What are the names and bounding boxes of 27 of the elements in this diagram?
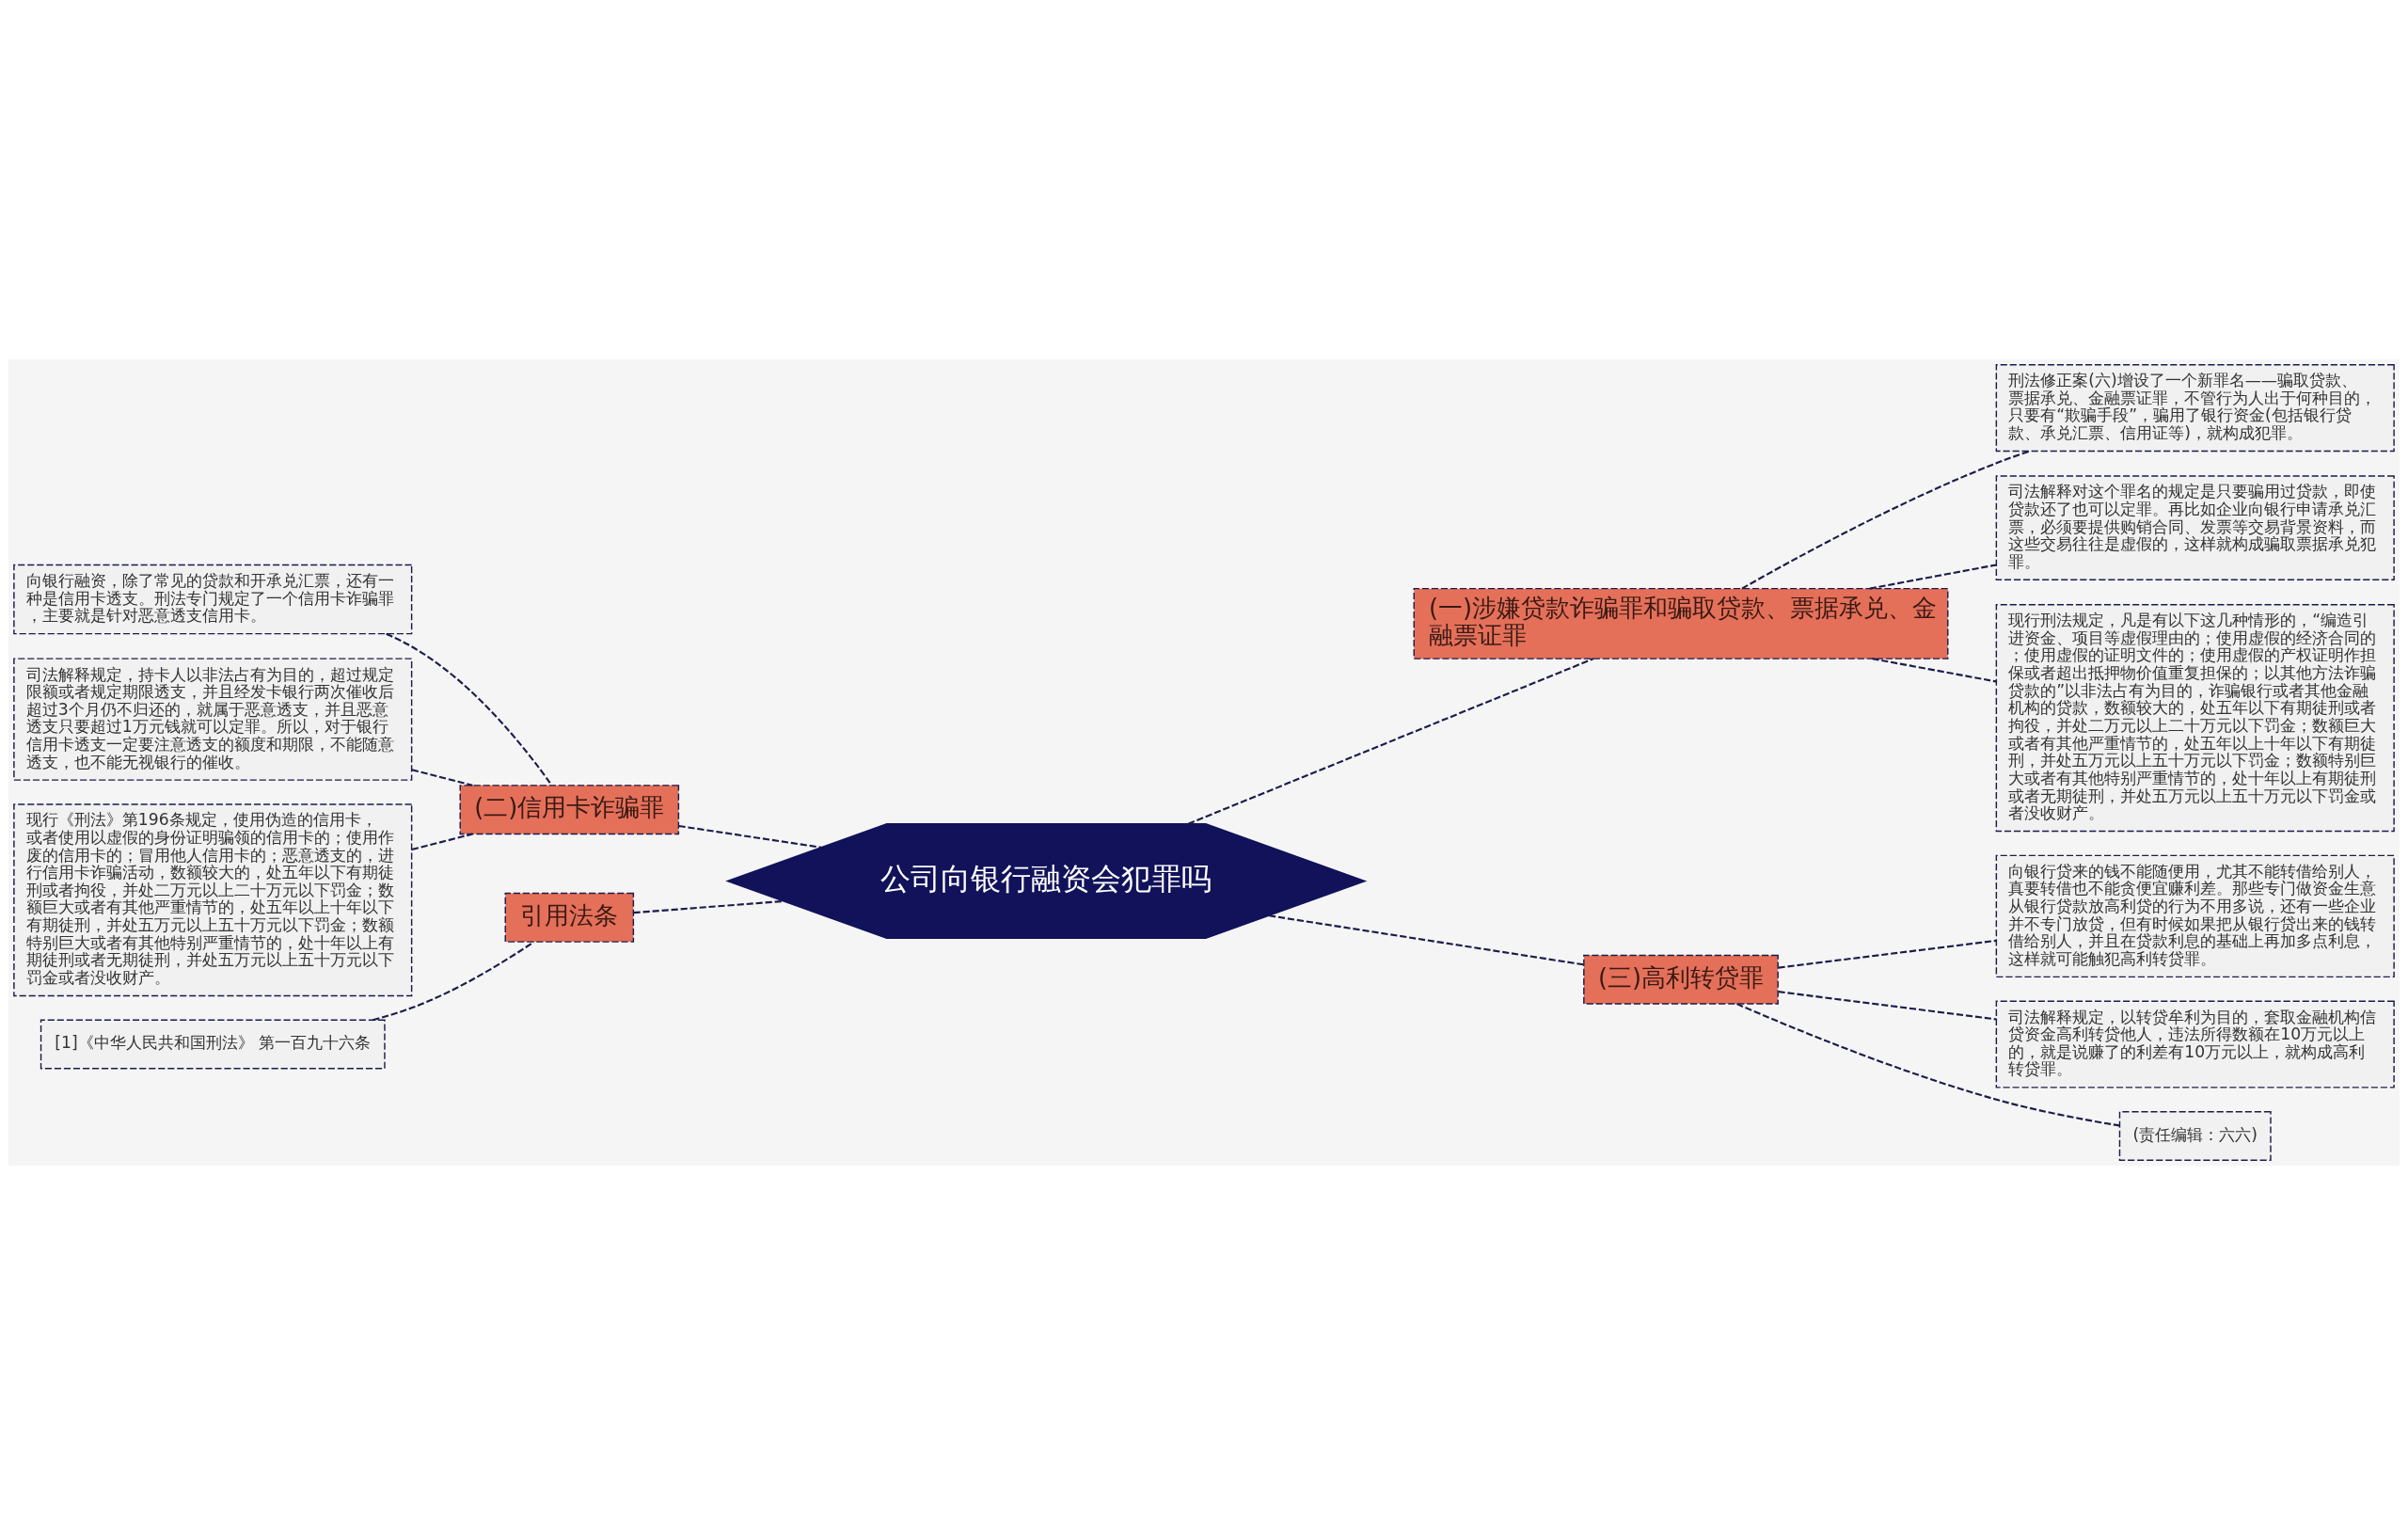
node-box: (一)涉嫌贷款诈骗罪和骗取贷款、票据承兑、金融票证罪: [1413, 587, 1949, 659]
node-box: (二)信用卡诈骗罪: [459, 785, 680, 835]
connector: [372, 941, 534, 1022]
connector: [1736, 1003, 2120, 1127]
node-box: [1]《中华人民共和国刑法》 第一百九十六条: [40, 1019, 386, 1070]
connector: [1741, 450, 2031, 590]
node-box: 现行刑法规定，凡是有以下这几种情形的，“编造引进资金、项目等虚假理由的；使用虚假的经济合同的；使用虚假的证明文件的；使用虚假的产权证明作担保或者超出抵押物价值重复担保的；以其他方法诈骗贷款的”以非法占有为目的，诈骗银行或者其他金融机构的贷款，数额较大的，处五年以下有期徒刑或者拘役，并处二万元以上二十万元以下罚金；数额巨大或者有其他严重情节的，处五年以上十年以下有期徒刑，并处五万元以上五十万元以下罚金；数额特别巨大或者有其他特别严重情节的，处十年以上有期徒刑或者无期徒刑，并处五万元以上五十万元以下罚金或者没收财产。: [1995, 604, 2395, 833]
connector: [1269, 914, 1584, 966]
connector: [1869, 564, 1997, 590]
node-box: 司法解释对这个罪名的规定是只要骗用过贷款，即使贷款还了也可以定罪。再比如企业向银行申请承兑汇票，必须要提供购销合同、发票等交易背景资料，而这些交易往往是虚假的，这样就构成骗取票据承兑犯罪。: [1995, 475, 2395, 581]
node-box: 司法解释规定，以转贷牟利为目的，套取金融机构信贷资金高利转贷他人，违法所得数额在10万元以上的，就是说赚了的利差有10万元以上，就构成高利转贷罪。: [1995, 1000, 2395, 1088]
node-box: 向银行融资，除了常见的贷款和开承兑汇票，还有一种是信用卡透支。刑法专门规定了一个信用卡诈骗罪，主要就是针对恶意透支信用卡。: [13, 564, 413, 635]
connector: [678, 824, 822, 849]
node-box: 刑法修正案(六)增设了一个新罪名——骗取贷款、票据承兑、金融票证罪，不管行为人出于何种目的，只要有“欺骗手段”，骗用了银行资金(包括银行贷款、承兑汇票、信用证等)，就构成犯罪。: [1995, 364, 2395, 453]
connector: [1778, 939, 1997, 969]
connector: [1778, 991, 1997, 1021]
connector: [1187, 658, 1594, 825]
node-box: (责任编辑：六六): [2118, 1110, 2272, 1161]
node-box: 向银行贷来的钱不能随便用，尤其不能转借给别人，真要转借也不能贪便宜赚利差。那些专门做资金生意从银行贷款放高利贷的行为不用多说，还有一些企业并不专门放贷，但有时候如果把从银行贷出来的钱转借给别人，并且在贷款利息的基础上再加多点利息，这样就可能触犯高利转贷罪。: [1995, 854, 2395, 978]
node-box: 司法解释规定，持卡人以非法占有为目的，超过规定限额或者规定期限透支，并且经发卡银行两次催收后超过3个月仍不归还的，就属于恶意透支，并且恶意透支只要超过1万元钱就可以定罪。所以，对于银行信用卡透支一定要注意透支的额度和期限，不能随意透支，也不能无视银行的催收。: [13, 658, 413, 781]
connector: [1872, 658, 1997, 683]
node-box: (三)高利转贷罪: [1583, 954, 1779, 1005]
node-box: 引用法条: [504, 892, 635, 943]
connector: [633, 899, 784, 914]
connector: [411, 833, 473, 851]
node-box: 现行《刑法》第196条规定，使用伪造的信用卡，或者使用以虚假的身份证明骗领的信用卡的；使用作废的信用卡的；冒用他人信用卡的；恶意透支的，进行信用卡诈骗活动，数额较大的，处五年以下有期徒刑或者拘役，并处二万元以上二十万元以下罚金；数额巨大或者有其他严重情节的，处五年以上十年以下有期徒刑，并处五万元以上五十万元以下罚金；数额特别巨大或者有其他特别严重情节的，处十年以上有期徒刑或者无期徒刑，并处五万元以上五十万元以下罚金或者没收财产。: [13, 803, 413, 997]
connector: [411, 769, 473, 786]
